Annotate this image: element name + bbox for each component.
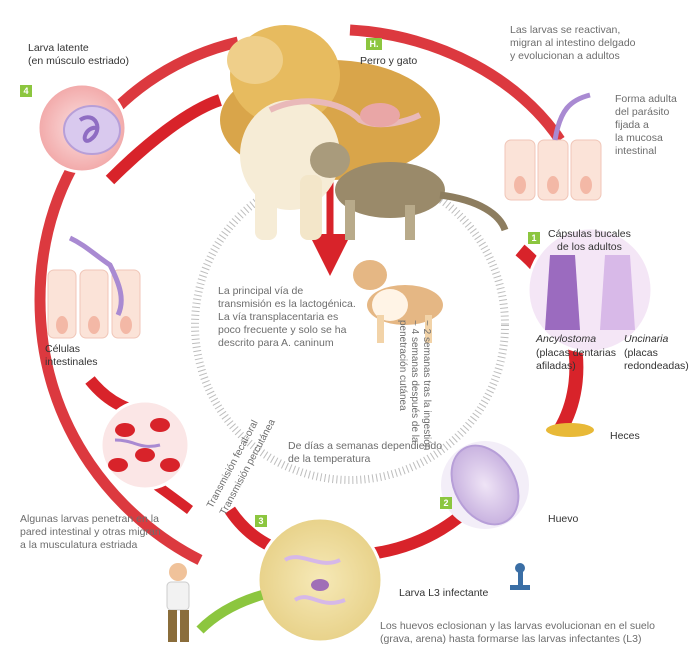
- latent-larva-label: Larva latente (en músculo estriado): [28, 42, 129, 68]
- heces-label: Heces: [610, 430, 640, 443]
- muscle-larva-circle: [38, 84, 126, 172]
- intestinal-cells-left: [48, 238, 140, 338]
- step-4-badge: 4: [20, 85, 32, 97]
- penetrate-text: Algunas larvas penetran en la pared inte…: [20, 513, 161, 552]
- soil-larva-circle: [258, 518, 382, 642]
- ancylostoma-desc: (placas dentarias afiladas): [536, 347, 616, 373]
- blood-vessel-circle: [101, 401, 189, 489]
- uncinaria-name: Uncinaria: [624, 333, 668, 346]
- weeks-ingest-text: ~ 2 semanas tras la ingestión: [420, 320, 432, 520]
- host-step-badge: H.: [366, 38, 382, 50]
- skin-penetration-text: penetración cutánea: [396, 320, 408, 520]
- step-3-badge: 3: [255, 515, 267, 527]
- intestinal-cells-right: [505, 95, 601, 200]
- uncinaria-desc: (placas redondeadas): [624, 347, 689, 373]
- hatch-text: Los huevos eclosionan y las larvas evolu…: [380, 620, 655, 646]
- reactivate-text: Las larvas se reactivan, migran al intes…: [510, 24, 636, 63]
- step-2-badge: 2: [440, 497, 452, 509]
- microscope-icon: [510, 563, 530, 590]
- intestinal-cells-label: Células intestinales: [45, 343, 98, 369]
- transmission-text: La principal vía de transmisión es la la…: [218, 285, 356, 350]
- capsules-text: Cápsulas bucales de los adultos: [548, 228, 631, 254]
- ancylostoma-name: Ancylostoma: [536, 333, 596, 346]
- heces-pile: [546, 423, 594, 437]
- step-1-badge: 1: [528, 232, 540, 244]
- adult-form-text: Forma adulta del parásito fijada a la mu…: [615, 93, 677, 158]
- larva-l3-label: Larva L3 infectante: [399, 587, 488, 600]
- host-label: Perro y gato: [360, 55, 417, 68]
- huevo-label: Huevo: [548, 513, 578, 526]
- weeks-skin-text: ~ 4 semanas después de la: [408, 320, 420, 520]
- person-illustration: [167, 563, 262, 642]
